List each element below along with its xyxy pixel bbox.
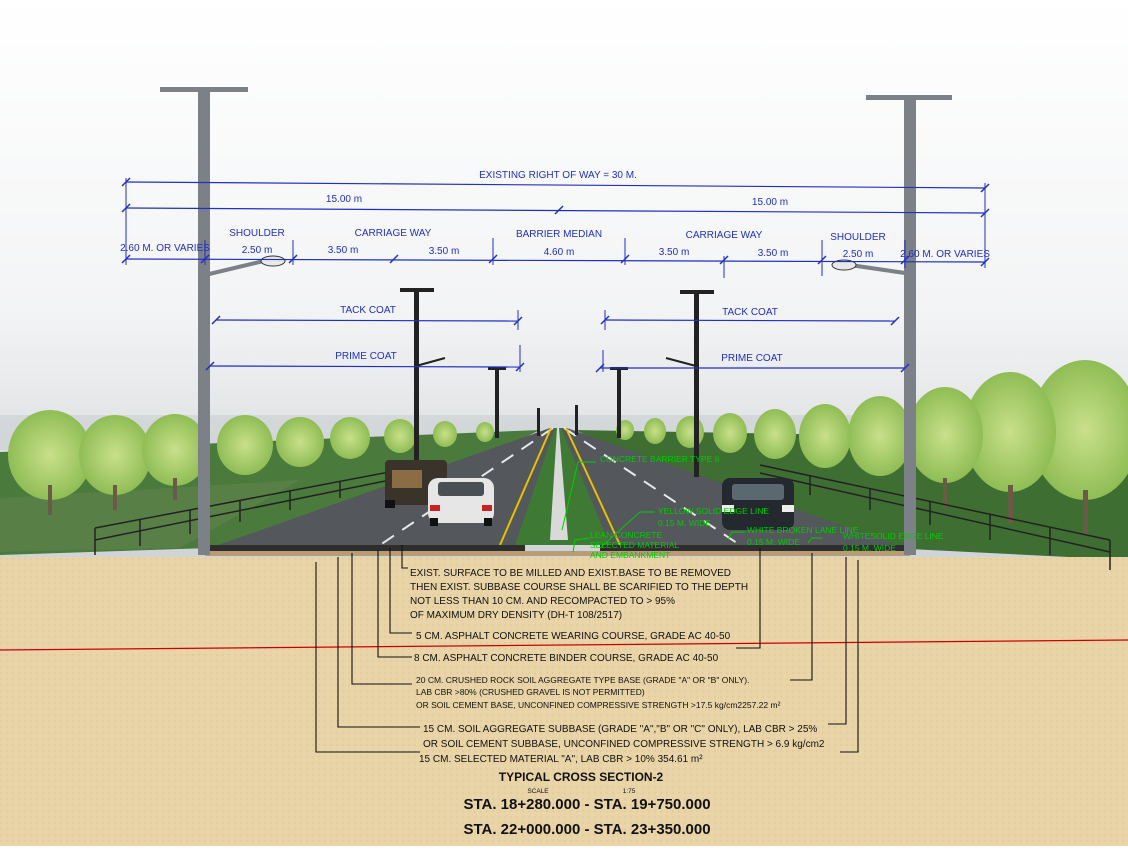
callout-yellow-line-2: 0.15 M. WIDE <box>658 518 711 528</box>
varies-left-label: 2.60 M. OR VARIES <box>120 243 210 254</box>
shoulder-right-label: SHOULDER <box>830 232 886 243</box>
note-line-3: NOT LESS THAN 10 CM. AND RECOMPACTED TO … <box>410 596 675 607</box>
layer-binder-course: 8 CM. ASPHALT CONCRETE BINDER COURSE, GR… <box>414 653 719 664</box>
varies-right-label: 2.60 M. OR VARIES <box>900 249 990 260</box>
scale-label: SCALE <box>527 788 549 795</box>
left-pavement-layer <box>205 545 525 551</box>
layer-base-2: LAB CBR >80% (CRUSHED GRAVEL IS NOT PERM… <box>416 687 645 697</box>
note-line-2: THEN EXIST. SUBBASE COURSE SHALL BE SCAR… <box>410 582 748 593</box>
scale-value: 1:75 <box>623 788 636 795</box>
shoulder-right-width: 2.50 m <box>843 249 874 260</box>
left-trees <box>8 410 494 515</box>
right-pavement-layer <box>600 545 910 551</box>
datum-line <box>0 639 1128 651</box>
car-dark-right <box>722 478 794 530</box>
left-grass-front <box>0 480 300 552</box>
half-width-right-label: 15.00 m <box>752 197 788 208</box>
tack-coat-left: TACK COAT <box>340 305 396 316</box>
light-pole-left <box>160 87 286 555</box>
soil <box>0 557 1128 846</box>
shoulder-left-width: 2.50 m <box>242 245 273 256</box>
layer-base-1: 20 CM. CRUSHED ROCK SOIL AGGREGATE TYPE … <box>416 675 749 685</box>
lane-right-1: 3.50 m <box>659 247 690 258</box>
light-pole-right <box>831 95 952 555</box>
tack-coat-right: TACK COAT <box>722 307 778 318</box>
base-layer <box>205 551 910 556</box>
median-width: 4.60 m <box>544 247 575 258</box>
half-width-left-label: 15.00 m <box>326 194 362 205</box>
median-barrier <box>550 428 568 540</box>
callout-white-broken-1: WHITE BROKEN LANE LINE <box>747 525 859 535</box>
callout-lean-3: AND EMBANKMENT <box>590 550 670 560</box>
left-fence <box>94 469 401 555</box>
right-of-way-label: EXISTING RIGHT OF WAY = 30 M. <box>479 170 637 181</box>
prime-coat-left: PRIME COAT <box>335 351 396 362</box>
drawing-title: TYPICAL CROSS SECTION-2 <box>499 770 664 784</box>
dimension-verticals <box>125 178 986 372</box>
carriage-right-label: CARRIAGE WAY <box>686 230 763 241</box>
note-line-1: EXIST. SURFACE TO BE MILLED AND EXIST.BA… <box>410 568 731 579</box>
car-white <box>428 478 494 526</box>
station-range-2: STA. 22+000.000 - STA. 23+350.000 <box>463 821 710 838</box>
lane-left-2: 3.50 m <box>429 246 460 257</box>
right-trees <box>616 360 1128 535</box>
carriage-left-label: CARRIAGE WAY <box>355 228 432 239</box>
dimension-lines <box>125 181 986 369</box>
callout-yellow-line-1: YELLOW SOLID EDGE LINE <box>658 506 769 516</box>
layer-leaders <box>315 545 859 753</box>
callout-barrier: CONCRETE BARRIER TYPE II <box>600 454 719 464</box>
right-yellow-edge <box>565 427 621 546</box>
right-fence <box>759 464 1111 570</box>
callout-white-broken-2: 0.15 M. WIDE <box>747 537 800 547</box>
station-range-1: STA. 18+280.000 - STA. 19+750.000 <box>463 796 710 813</box>
layer-subbase-1: 15 CM. SOIL AGGREGATE SUBBASE (GRADE "A"… <box>423 724 817 735</box>
callout-leaders <box>561 461 822 553</box>
prime-coat-right: PRIME COAT <box>721 353 782 364</box>
lane-left-1: 3.50 m <box>328 245 359 256</box>
callout-white-solid-1: WHITESOLID EDGE LINE <box>843 531 944 541</box>
median-label: BARRIER MEDIAN <box>516 229 602 240</box>
shoulder-left-label: SHOULDER <box>229 228 285 239</box>
light-pole-mid-left <box>400 288 506 460</box>
callout-lean-2: SELECTED MATERIAL <box>590 540 679 550</box>
left-yellow-edge <box>499 427 552 546</box>
layer-subbase-2: OR SOIL CEMENT SUBBASE, UNCONFINED COMPR… <box>423 739 825 750</box>
callout-lean-1: LEAN CONCRETE <box>590 530 663 540</box>
lane-right-2: 3.50 m <box>758 248 789 259</box>
callout-white-solid-2: 0.15 M. WIDE <box>843 543 896 553</box>
right-lane-line <box>563 427 741 546</box>
layer-base-3: OR SOIL CEMENT BASE, UNCONFINED COMPRESS… <box>416 700 781 710</box>
layer-wearing-course: 5 CM. ASPHALT CONCRETE WEARING COURSE, G… <box>416 631 731 642</box>
note-line-4: OF MAXIMUM DRY DENSITY (DH-T 108/2517) <box>410 610 622 621</box>
layer-selected-material: 15 CM. SELECTED MATERIAL "A", LAB CBR > … <box>419 754 703 765</box>
